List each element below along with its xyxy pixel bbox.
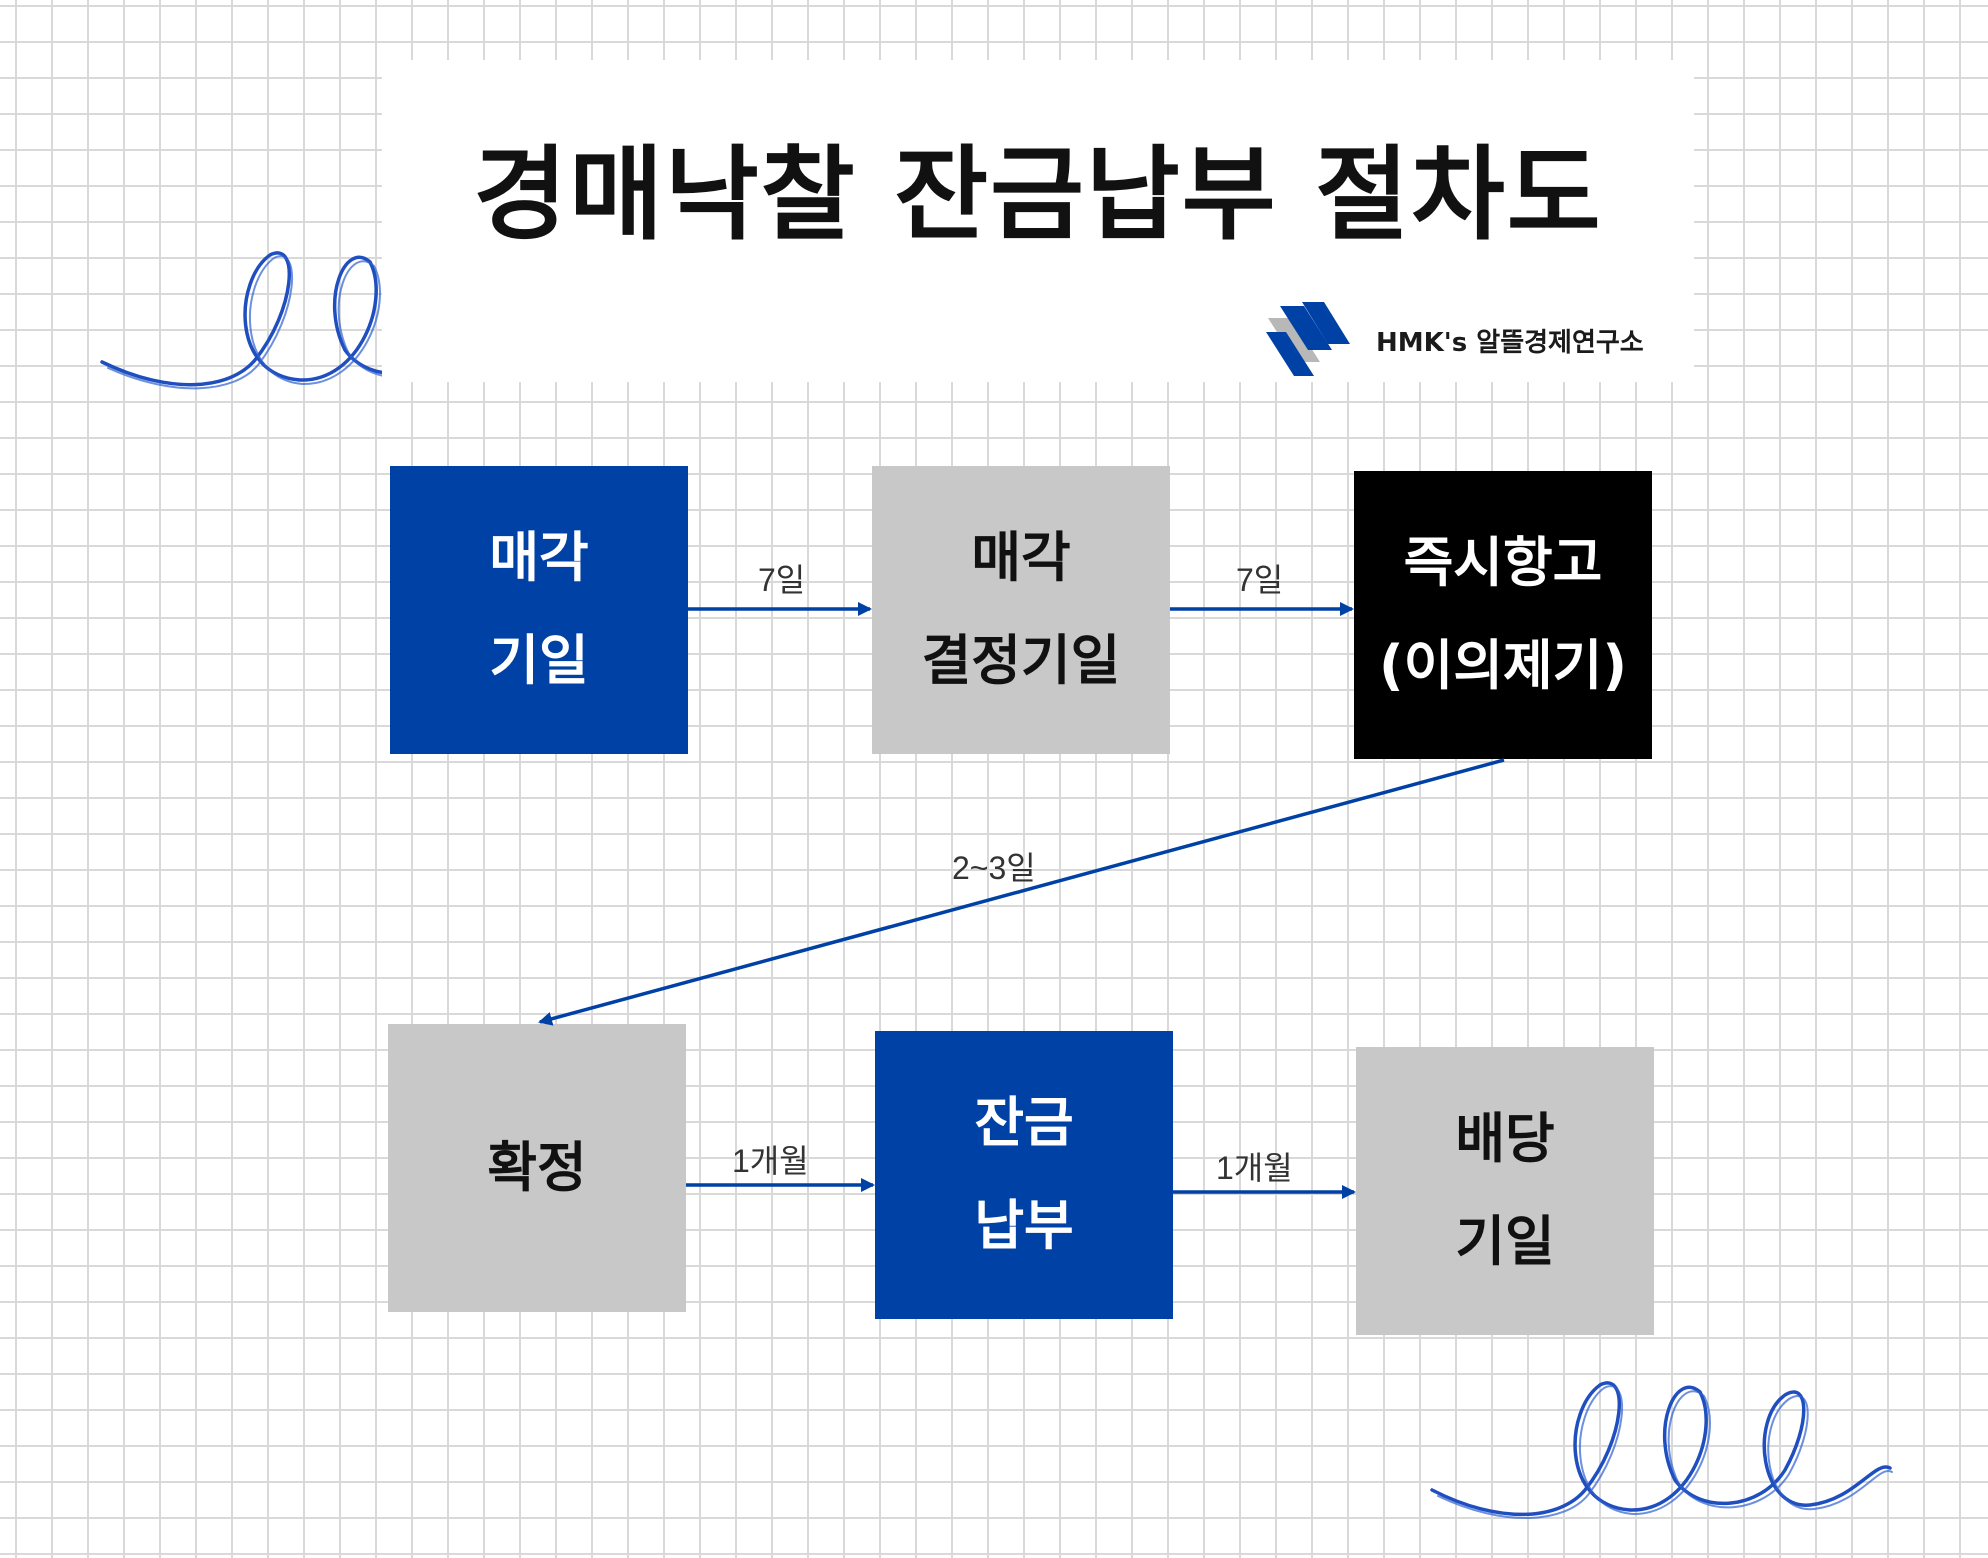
node-line: 기일 [489,629,589,692]
brand-name: HMK's 알뜰경제연구소 [1376,327,1644,358]
node-line: 즉시항고 [1403,531,1603,595]
node-balance-payment: 잔금 납부 [875,1031,1173,1319]
edge-label: 7일 [758,562,806,598]
node-sale-decision-date: 매각 결정기일 [872,466,1170,754]
node-line: 매각 [971,526,1071,590]
diagonal-stripes-logo-icon [1266,302,1350,376]
node-confirmation: 확정 [388,1024,686,1312]
page-title: 경매낙찰 잔금납부 절차도 [473,136,1603,255]
arrow-appeal-to-confirmation [538,758,1505,1026]
node-immediate-appeal: 즉시항고 (이의제기) [1354,471,1652,759]
edge-label: 1개월 [732,1143,809,1179]
node-sale-date: 매각 기일 [390,466,688,754]
node-line: 납부 [974,1194,1074,1257]
node-distribution-date: 배당 기일 [1356,1047,1654,1335]
edge-label: 7일 [1236,562,1284,598]
swirl-bottom-right-echo [1437,1385,1893,1519]
node-line: 배당 [1455,1107,1555,1171]
swirl-bottom-right [1430,1381,1892,1517]
node-line: 결정기일 [921,629,1121,692]
node-line: 확정 [487,1135,587,1199]
node-line: 기일 [1455,1210,1555,1273]
header-card [382,60,1694,382]
node-line: 매각 [489,526,589,590]
edge-label: 1개월 [1216,1150,1293,1186]
node-line: 잔금 [974,1091,1074,1155]
node-line: (이의제기) [1378,634,1628,697]
brand: HMK's 알뜰경제연구소 [1262,300,1644,380]
edge-label: 2~3일 [952,850,1036,886]
